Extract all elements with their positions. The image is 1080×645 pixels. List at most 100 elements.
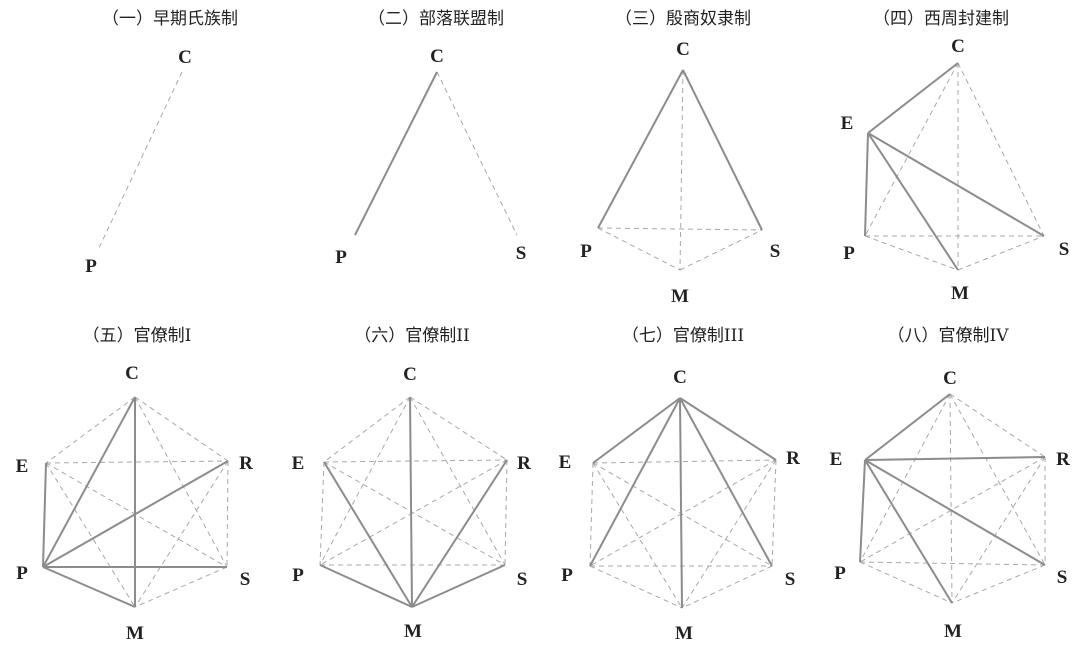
node-label-S: S — [770, 241, 781, 262]
dashed-edge-R-M — [951, 456, 1046, 604]
solid-edge-E-C — [867, 62, 959, 134]
dashed-edge-E-P — [319, 461, 325, 566]
solid-edge-E-P — [42, 462, 47, 568]
panel-2: （二）部落联盟制 C P S — [335, 9, 526, 268]
node-label-M: M — [404, 621, 422, 642]
node-label-P: P — [85, 256, 97, 277]
dashed-edge-S-M — [951, 564, 1046, 604]
node-label-P: P — [16, 563, 28, 584]
solid-edge-E-S — [867, 132, 1045, 237]
panel-title: （三）殷商奴隶制 — [615, 9, 751, 29]
node-label-R: R — [1056, 449, 1070, 470]
dashed-edge-E-S — [45, 462, 228, 568]
node-label-P: P — [843, 243, 855, 264]
panel-title: （二）部落联盟制 — [368, 9, 504, 29]
dashed-edge-S-M — [681, 565, 773, 609]
dashed-edge-P-M — [864, 235, 959, 271]
node-label-S: S — [516, 243, 527, 264]
dashed-edge-C-P — [319, 396, 411, 566]
dashed-edge-R-S — [504, 459, 508, 566]
node-label-C: C — [125, 363, 139, 384]
solid-edge-C-E — [592, 397, 681, 464]
node-label-E: E — [16, 456, 29, 477]
dashed-edge-C-S — [436, 71, 518, 236]
dashed-edge-P-M — [859, 561, 953, 604]
solid-edge-P-M — [319, 564, 413, 608]
panel-1: （一）早期氏族制 C P — [85, 9, 238, 277]
panel-title: （八）官僚制IV — [888, 326, 1010, 346]
node-label-C: C — [951, 36, 965, 57]
dashed-edge-E-M — [45, 462, 136, 608]
node-label-E: E — [841, 113, 854, 134]
solid-edge-C-P — [597, 69, 684, 229]
dashed-edge-S-M — [134, 566, 228, 608]
solid-edge-E-P — [859, 459, 866, 563]
dashed-edge-C-P — [864, 62, 959, 237]
solid-edge-E-S — [864, 459, 1046, 566]
node-label-E: E — [830, 449, 843, 470]
solid-edge-C-R — [679, 397, 777, 461]
dashed-edge-C-R — [949, 393, 1046, 458]
panel-title: （四）西周封建制 — [873, 9, 1009, 29]
solid-edge-E-R — [864, 456, 1046, 461]
dashed-edge-R-M — [681, 459, 777, 609]
solid-edge-E-P — [864, 132, 869, 237]
dashed-edge-P-M — [597, 227, 681, 271]
panel-title: （七）官僚制III — [622, 326, 744, 346]
dashed-edge-C-P — [859, 393, 951, 563]
dashed-edge-R-S — [226, 460, 229, 568]
panel-title: （一）早期氏族制 — [102, 9, 238, 29]
node-label-C: C — [673, 367, 687, 388]
node-label-R: R — [786, 448, 800, 469]
node-label-P: P — [292, 565, 304, 586]
node-label-E: E — [559, 452, 572, 473]
solid-edge-E-M — [323, 461, 413, 608]
node-label-S: S — [1057, 567, 1068, 588]
node-label-P: P — [561, 565, 573, 586]
dashed-edge-R-M — [134, 460, 229, 608]
node-label-C: C — [430, 46, 444, 67]
solid-edge-C-S — [679, 397, 773, 567]
dashed-edge-C-M — [949, 393, 953, 604]
dashed-edge-E-S — [592, 462, 773, 567]
dashed-edge-M-S — [679, 229, 763, 271]
solid-edge-P-M — [42, 566, 136, 608]
node-label-M: M — [675, 623, 693, 644]
node-label-E: E — [292, 453, 305, 474]
dashed-edge-P-M — [589, 565, 683, 609]
node-label-C: C — [178, 47, 192, 68]
node-label-R: R — [239, 453, 253, 474]
node-label-M: M — [671, 286, 689, 307]
dashed-edge-M-S — [957, 235, 1045, 271]
dashed-edge-R-S — [771, 459, 777, 567]
dashed-edge-E-P — [589, 462, 594, 567]
dashed-edge-C-S — [409, 396, 506, 566]
dashed-edge-C-E — [45, 396, 136, 464]
node-label-M: M — [944, 621, 962, 642]
dashed-edge-C-M — [679, 69, 684, 271]
node-label-C: C — [403, 364, 417, 385]
solid-edge-E-C — [864, 393, 951, 461]
dashed-edge-C-R — [134, 396, 229, 462]
node-label-P: P — [335, 247, 347, 268]
node-label-S: S — [1059, 239, 1070, 260]
node-label-C: C — [943, 368, 957, 389]
panel-title: （五）官僚制I — [83, 326, 192, 346]
dashed-edge-P-S — [597, 227, 763, 231]
node-label-P: P — [580, 241, 592, 262]
dashed-edge-C-S — [134, 396, 228, 568]
dashed-edge-E-R — [45, 460, 229, 464]
solid-edge-C-P — [354, 71, 438, 236]
dashed-edge-C-S — [949, 393, 1046, 566]
solid-edge-C-M — [409, 396, 413, 608]
dashed-edge-C-E — [323, 396, 411, 463]
solid-edge-C-M — [679, 397, 683, 609]
panel-title: （六）官僚制II — [354, 326, 469, 346]
solid-edge-C-P — [589, 397, 681, 567]
node-label-M: M — [951, 283, 969, 304]
dashed-edge-E-M — [592, 462, 683, 609]
node-label-P: P — [834, 563, 846, 584]
